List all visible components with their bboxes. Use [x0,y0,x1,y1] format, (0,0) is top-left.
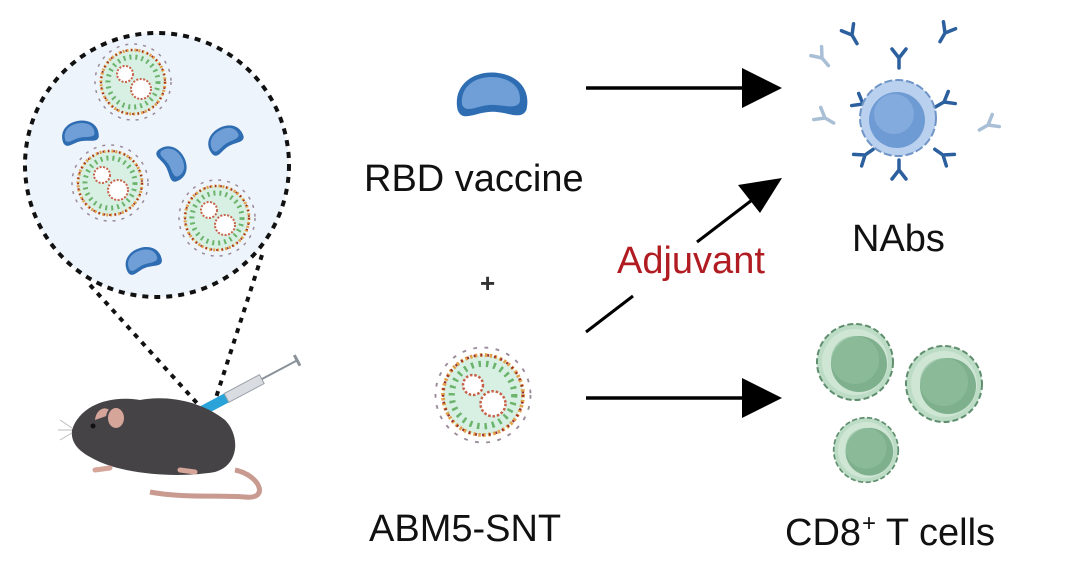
nabs-label: NAbs [852,218,945,260]
plus-sign: + [480,268,496,298]
cd8-text: CD8 [785,512,862,554]
zoom-guide-line [210,254,264,411]
cd8-superscript: + [862,510,877,537]
arrow-abm5-to-tcells [586,378,782,418]
t-cells-icon [816,323,983,484]
nanoparticle-icon [436,348,531,443]
arrow-rbd-to-nabs [586,68,782,108]
zoom-guide-line [88,283,207,414]
abm5-snt-label: ABM5-SNT [369,508,562,550]
cd8-t-cells-label: CD8+ T cells [785,510,996,554]
arrow-adjuvant-to-nabs [585,178,782,334]
mouse-icon [58,398,262,500]
b-cell-antibodies-icon [809,19,1002,181]
t-cells-text: T cells [876,512,996,554]
adjuvant-label: Adjuvant [617,240,765,282]
rbd-protein-icon [456,72,528,117]
magnified-inset [23,31,291,414]
rbd-vaccine-label: RBD vaccine [364,158,584,200]
